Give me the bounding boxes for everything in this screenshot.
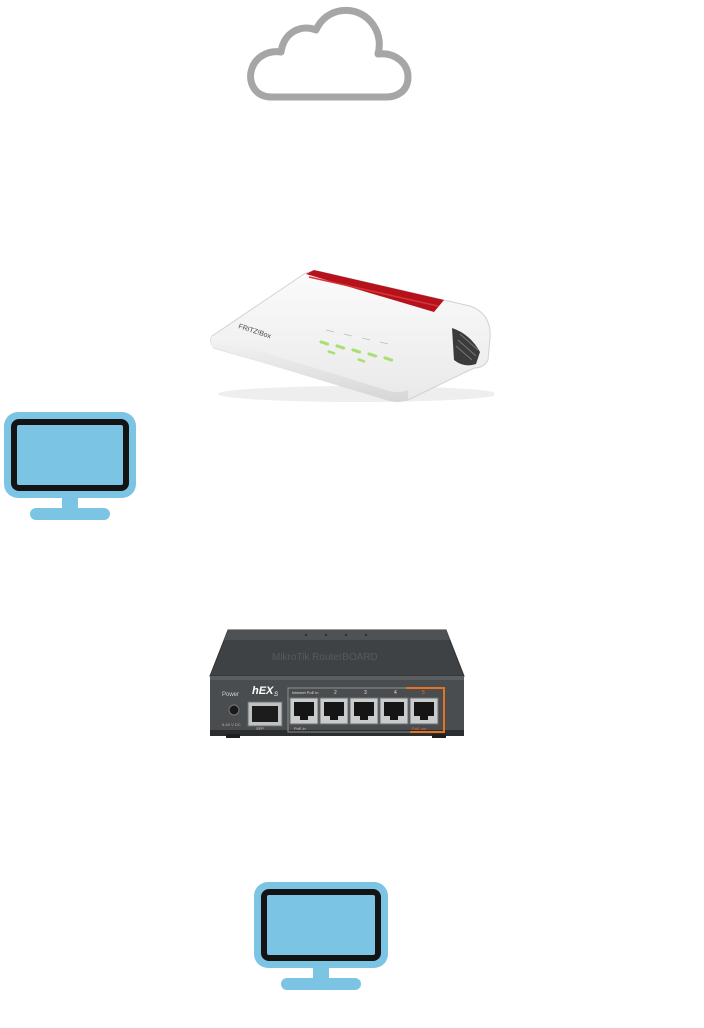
svg-text:3: 3 <box>364 690 367 696</box>
svg-text:8-60 V DC: 8-60 V DC <box>222 722 241 727</box>
svg-text:5: 5 <box>422 690 425 696</box>
pc-2-node <box>250 878 392 992</box>
svg-text:hEX: hEX <box>252 685 274 697</box>
svg-text:PoE out: PoE out <box>412 726 427 731</box>
svg-text:S: S <box>274 692 278 698</box>
svg-text:Power: Power <box>222 692 239 698</box>
hex-router-node: MikroTik RouterBOARD Power 8-60 V DC hEX… <box>206 626 468 740</box>
svg-text:2: 2 <box>334 690 337 696</box>
svg-text:Internet PoE in: Internet PoE in <box>292 690 318 695</box>
monitor-icon <box>254 882 388 990</box>
pc-1-node <box>0 408 140 522</box>
switch-icon: MikroTik RouterBOARD Power 8-60 V DC hEX… <box>209 629 465 738</box>
svg-text:4: 4 <box>394 690 397 696</box>
router-icon: FRITZ!Box <box>209 270 494 402</box>
svg-text:PoE in: PoE in <box>294 726 306 731</box>
internet-node <box>246 2 414 102</box>
svg-text:SFP: SFP <box>256 726 264 731</box>
cloud-icon <box>247 6 412 101</box>
monitor-icon <box>4 412 136 520</box>
fritzbox-router-node: FRITZ!Box <box>208 268 494 404</box>
svg-text:MikroTik RouterBOARD: MikroTik RouterBOARD <box>272 652 378 663</box>
